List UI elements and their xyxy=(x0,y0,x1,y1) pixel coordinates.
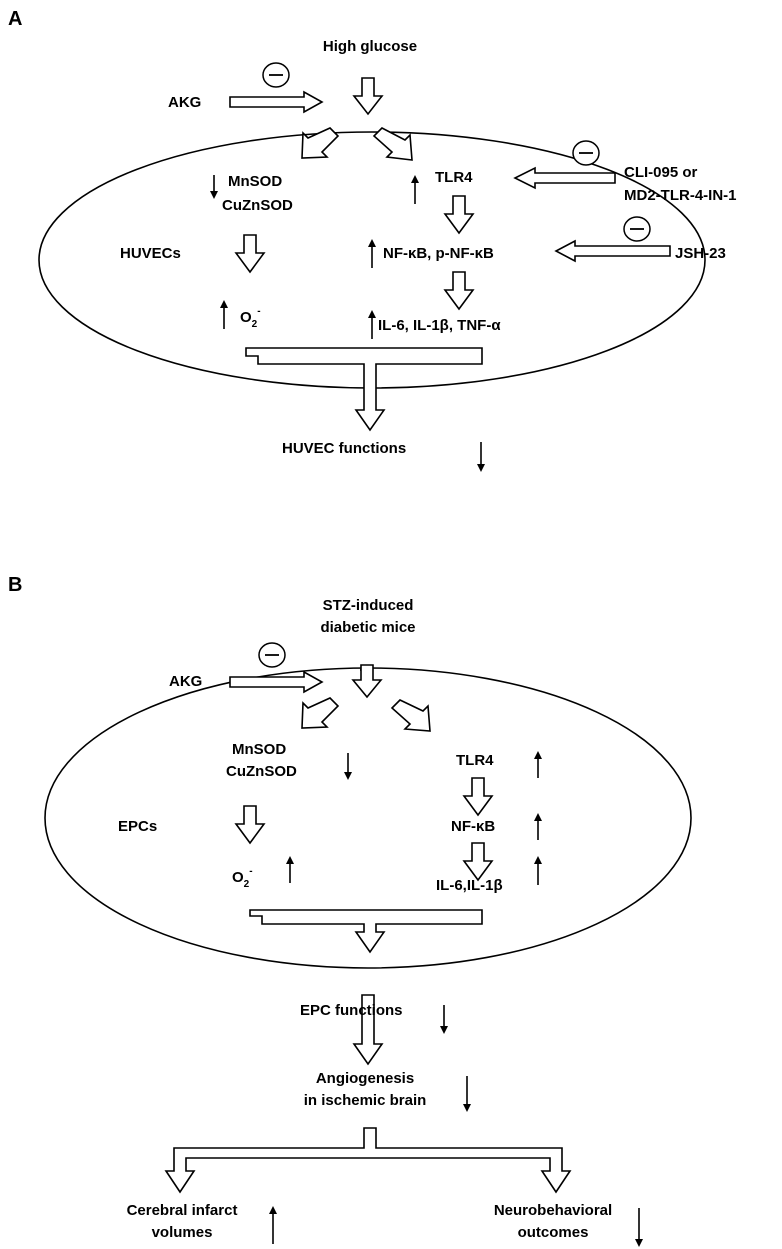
stimulus-label-b-line1: STZ-induced xyxy=(322,597,414,614)
diag-left-arrow-a xyxy=(301,127,340,159)
jsh-arrow-a xyxy=(554,239,671,263)
md2-label-a: MD2-TLR-4-IN-1 xyxy=(624,187,737,204)
outcome-label-b: EPC functions xyxy=(300,1002,403,1019)
tlr4-down-arrow-a xyxy=(443,195,475,235)
angiogenesis-label-line1: Angiogenesis xyxy=(315,1070,415,1087)
tlr4-label-b: TLR4 xyxy=(456,752,494,769)
neuro-label-line2: outcomes xyxy=(517,1224,589,1241)
glucose-down-arrow-a xyxy=(352,77,384,116)
superoxide-label-b: O2- xyxy=(232,866,253,890)
diag-right-arrow-a xyxy=(372,127,413,161)
tlr4-label-a: TLR4 xyxy=(435,169,473,186)
cuznsod-label-a: CuZnSOD xyxy=(222,197,293,214)
stz-down-arrow-b2 xyxy=(351,664,383,699)
akg-arrow-a xyxy=(229,90,324,114)
akg-label-a: AKG xyxy=(168,94,202,111)
merge-bracket-a xyxy=(245,347,483,432)
nfkb-label-a: NF-κB, p-NF-κB xyxy=(383,245,494,262)
merge-bracket-b xyxy=(249,909,483,954)
split-bracket-b xyxy=(164,1127,572,1194)
stimulus-label-a: High glucose xyxy=(322,38,418,55)
cytokines-label-b: IL-6,IL-1β xyxy=(436,877,503,894)
panel-label-a: A xyxy=(8,8,23,30)
diag-right-arrow-b xyxy=(390,699,431,732)
epc-down-arrow-b xyxy=(352,994,384,1066)
nfkb-label-b: NF-κB xyxy=(451,818,496,835)
nfkb-down-arrow-a xyxy=(443,271,475,311)
nfkb-down-arrow-b xyxy=(462,842,494,882)
cell-label-b: EPCs xyxy=(118,818,158,835)
mnsod-label-b: MnSOD xyxy=(232,741,287,758)
sod-down-arrow-b xyxy=(234,805,266,845)
akg-label-b: AKG xyxy=(169,673,203,690)
mnsod-label-a: MnSOD xyxy=(228,173,283,190)
sod-down-arrow-a xyxy=(234,234,266,274)
infarct-label-line1: Cerebral infarct xyxy=(126,1202,238,1219)
cell-label-a: HUVECs xyxy=(120,245,181,262)
cli-arrow-a xyxy=(513,166,616,190)
cli-label-a: CLI-095 or xyxy=(624,164,698,181)
tlr4-down-arrow-b xyxy=(462,777,494,817)
stimulus-label-b-line2: diabetic mice xyxy=(320,619,416,636)
cuznsod-label-b: CuZnSOD xyxy=(226,763,297,780)
angiogenesis-label-line2: in ischemic brain xyxy=(303,1092,427,1109)
superoxide-label-a: O2- xyxy=(240,306,261,330)
outcome-label-a: HUVEC functions xyxy=(282,440,407,457)
neuro-label-line1: Neurobehavioral xyxy=(493,1202,613,1219)
diag-left-arrow-b xyxy=(301,697,340,729)
akg-arrow-b xyxy=(229,670,324,694)
infarct-label-line2: volumes xyxy=(151,1224,213,1241)
cytokines-label-a: IL-6, IL-1β, TNF-α xyxy=(378,317,501,334)
panel-label-b: B xyxy=(8,574,23,596)
jsh-label-a: JSH-23 xyxy=(675,245,726,262)
